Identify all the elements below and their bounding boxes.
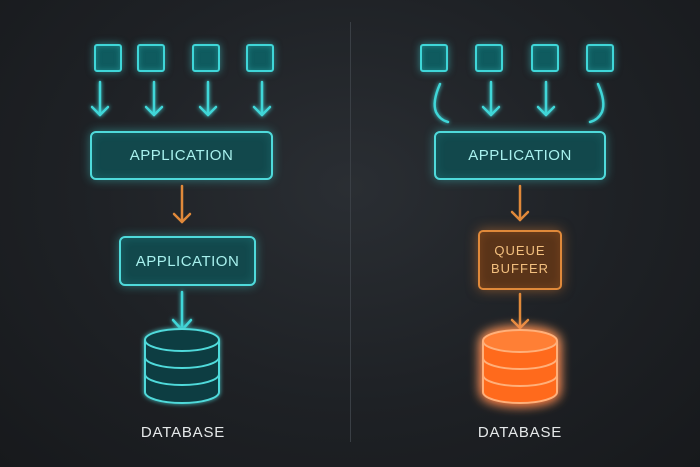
source-node [420,44,448,72]
left-database-label: DATABASE [140,424,226,441]
source-node [192,44,220,72]
arrow-down-icon [144,80,164,117]
left-database-icon [144,328,220,404]
buffer-label: BUFFER [491,261,549,276]
queue-label: QUEUE [494,243,546,258]
queue-buffer-box: QUEUE BUFFER [478,230,562,290]
right-database-label: DATABASE [477,424,563,441]
arrow-down-icon [536,80,556,117]
curved-connector-icon [588,82,605,124]
arrow-down-icon [510,184,530,222]
arrow-down-icon [510,292,530,330]
right-application-box: APPLICATION [434,131,606,180]
right-database-icon [482,329,558,404]
source-node [94,44,122,72]
left-second-application-box: APPLICATION [119,236,256,286]
source-node [246,44,274,72]
arrow-down-icon [481,80,501,117]
source-node [586,44,614,72]
left-application-box: APPLICATION [90,131,273,180]
curved-connector-icon [433,82,450,124]
source-node [137,44,165,72]
arrow-down-icon [198,80,218,117]
arrow-down-icon [171,290,193,332]
panel-divider [350,22,351,442]
arrow-down-icon [252,80,272,117]
arrow-down-icon [90,80,110,117]
source-node [475,44,503,72]
source-node [531,44,559,72]
arrow-down-icon [172,184,192,224]
